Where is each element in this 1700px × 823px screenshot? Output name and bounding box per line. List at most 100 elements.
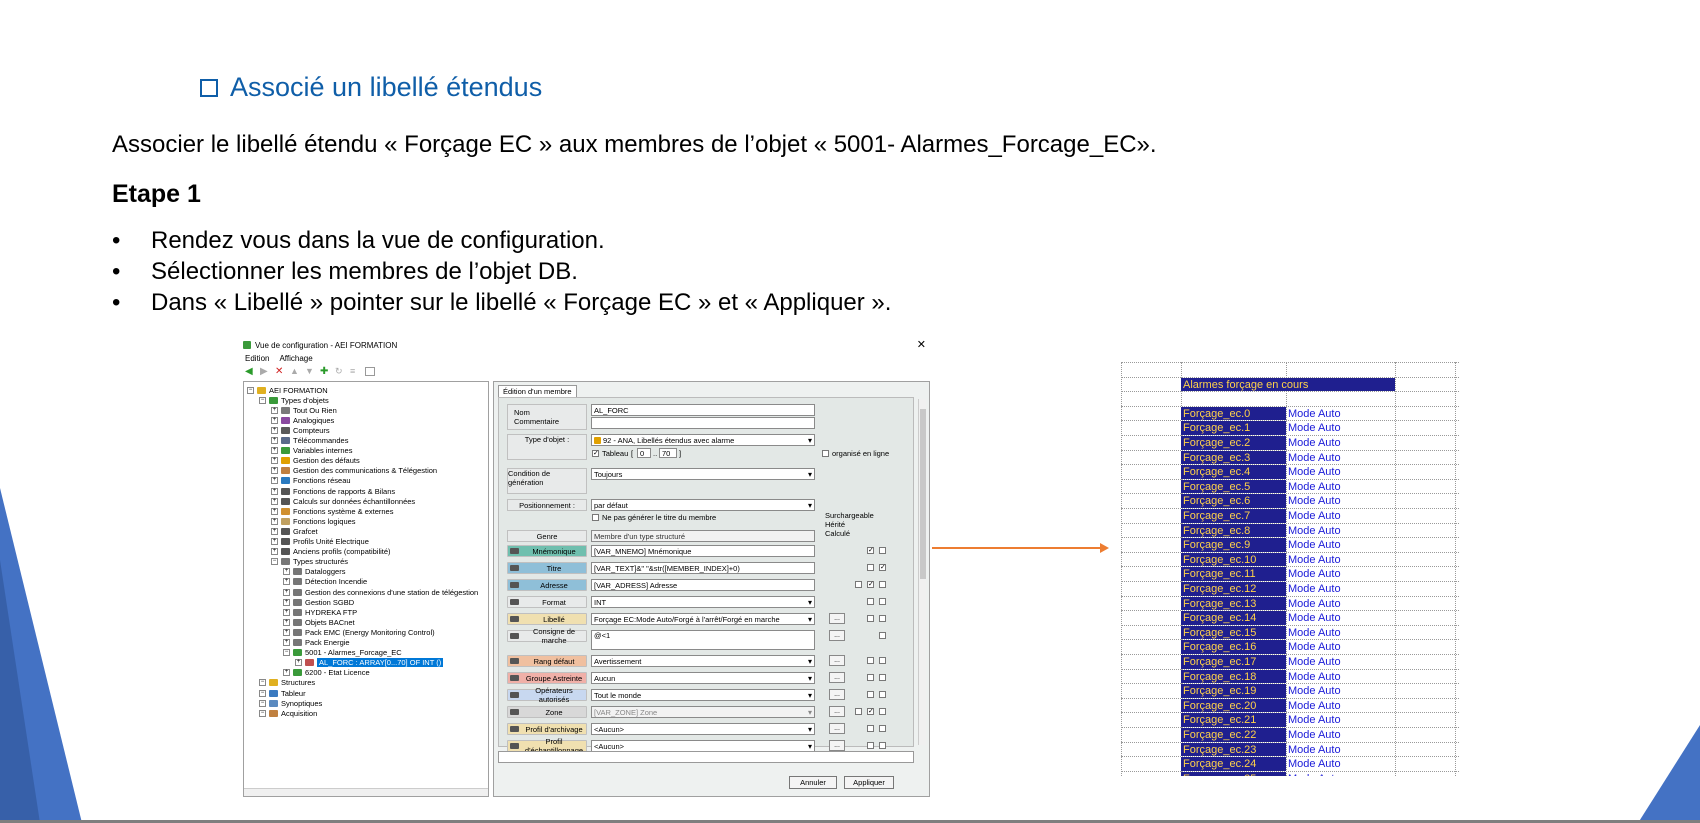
tree-item[interactable]: +HYDREKA FTP [283, 607, 357, 617]
sheet-member-name-cell[interactable]: Forçage_ec.3 [1181, 450, 1286, 465]
expand-toggle-icon[interactable]: + [271, 457, 278, 465]
sheet-member-name-cell[interactable]: Forçage_ec.9 [1181, 538, 1286, 552]
sheet-mode-cell[interactable]: Mode Auto [1288, 670, 1341, 683]
sheet-mode-cell[interactable]: Mode Auto [1288, 510, 1341, 522]
operateurs-option-checkbox[interactable] [879, 691, 886, 698]
archivage-field[interactable]: <Aucun> [591, 723, 815, 735]
groupe-field[interactable]: Aucun [591, 672, 815, 684]
nom-field[interactable]: AL_FORC [591, 404, 815, 416]
positionnement-select[interactable]: par défaut [591, 499, 815, 511]
rang-label-button[interactable]: Rang défaut [507, 655, 587, 667]
tree-item[interactable]: −Tableur [259, 688, 306, 698]
adresse-label-button[interactable]: Adresse [507, 579, 587, 591]
sheet-mode-cell[interactable]: Mode Auto [1288, 539, 1341, 552]
expand-toggle-icon[interactable]: + [283, 608, 290, 616]
sheet-member-name-cell[interactable]: Forçage_ec.12 [1181, 582, 1286, 596]
rang-browse-button[interactable]: ... [829, 655, 845, 666]
appliquer-button[interactable]: Appliquer [844, 776, 894, 789]
zone-option-checkbox[interactable] [879, 708, 886, 715]
expand-toggle-icon[interactable]: + [271, 447, 278, 455]
expand-toggle-icon[interactable]: + [271, 507, 278, 515]
tree-horizontal-scrollbar[interactable] [244, 788, 488, 796]
rang-option-checkbox[interactable] [879, 657, 886, 664]
sheet-mode-cell[interactable]: Mode Auto [1288, 480, 1341, 493]
sheet-member-name-cell[interactable]: Forçage_ec.2 [1181, 436, 1286, 450]
mnemonique-field[interactable]: [VAR_MNEMO] Mnémonique [591, 545, 815, 557]
sheet-member-name-cell[interactable]: Forçage_ec.25 [1181, 771, 1286, 776]
close-icon[interactable]: ✕ [916, 339, 926, 351]
expand-toggle-icon[interactable]: + [283, 598, 290, 606]
groupe-browse-button[interactable]: ... [829, 672, 845, 683]
tree-item[interactable]: +Dataloggers [283, 567, 345, 577]
sheet-mode-cell[interactable]: Mode Auto [1288, 656, 1341, 668]
libelle-field[interactable]: Forçage EC:Mode Auto/Forgé à l'arrêt/For… [591, 613, 815, 625]
forward-arrow-icon[interactable]: ▶ [260, 366, 268, 377]
sheet-member-name-cell[interactable]: Forçage_ec.20 [1181, 698, 1286, 713]
titre-field[interactable]: [VAR_TEXT]&" "&str([MEMBER_INDEX]+0) [591, 562, 815, 574]
expand-toggle-icon[interactable]: − [247, 386, 254, 394]
sheet-member-name-cell[interactable]: Forçage_ec.10 [1181, 552, 1286, 567]
calendar-icon[interactable] [365, 367, 375, 376]
sheet-mode-cell[interactable]: Mode Auto [1288, 641, 1341, 654]
list-icon[interactable]: ≡ [350, 366, 356, 376]
sheet-mode-cell[interactable]: Mode Auto [1288, 685, 1341, 698]
format-option-checkbox[interactable] [879, 598, 886, 605]
zone-label-button[interactable]: Zone [507, 706, 587, 718]
sheet-mode-cell[interactable]: Mode Auto [1288, 729, 1341, 741]
zone-option-checkbox[interactable]: ✓ [867, 708, 874, 715]
tree-item[interactable]: +Pack Energie [283, 638, 350, 648]
tree-item[interactable]: +Analogiques [271, 415, 334, 425]
expand-toggle-icon[interactable]: − [283, 649, 290, 657]
tree-item[interactable]: +Variables internes [271, 446, 352, 456]
zone-field[interactable]: [VAR_ZONE] Zone [591, 706, 815, 718]
sheet-mode-cell[interactable]: Mode Auto [1288, 699, 1341, 712]
sheet-mode-cell[interactable]: Mode Auto [1286, 772, 1395, 776]
mnemonique-option-checkbox[interactable] [879, 547, 886, 554]
sheet-member-name-cell[interactable]: Forçage_ec.13 [1181, 596, 1286, 611]
operateurs-option-checkbox[interactable] [867, 691, 874, 698]
adresse-option-checkbox[interactable]: ✓ [867, 581, 874, 588]
sheet-mode-cell[interactable]: Mode Auto [1288, 451, 1341, 464]
consigne-label-button[interactable]: Consigne de marche [507, 627, 587, 645]
sheet-mode-cell[interactable]: Mode Auto [1288, 568, 1341, 581]
consigne-option-checkbox[interactable] [879, 632, 886, 639]
expand-toggle-icon[interactable]: + [283, 578, 290, 586]
titre-option-checkbox[interactable]: ✓ [879, 564, 886, 571]
format-option-checkbox[interactable] [867, 598, 874, 605]
echantillonnage-label-button[interactable]: Profil d'échantillonnage [507, 737, 587, 755]
commentaire-field[interactable] [591, 417, 815, 429]
tab-edition-membre[interactable]: Édition d'un membre [498, 385, 577, 397]
archivage-option-checkbox[interactable] [879, 725, 886, 732]
add-icon[interactable]: ✚ [320, 366, 329, 377]
tree-item[interactable]: +Compteurs [271, 425, 330, 435]
expand-toggle-icon[interactable]: + [283, 639, 290, 646]
archivage-label-button[interactable]: Profil d'archivage [507, 723, 587, 735]
tree-item[interactable]: −AEI FORMATION [247, 385, 328, 395]
menu-edition[interactable]: Edition [245, 354, 270, 363]
groupe-label-button[interactable]: Groupe Astreinte [507, 672, 587, 684]
expand-toggle-icon[interactable]: + [271, 467, 278, 475]
libelle-option-checkbox[interactable] [879, 615, 886, 622]
expand-toggle-icon[interactable]: + [271, 416, 278, 424]
expand-toggle-icon[interactable]: + [283, 588, 290, 596]
archivage-browse-button[interactable]: ... [829, 723, 845, 734]
tree-item[interactable]: +Gestion des communications & Télégestio… [271, 466, 437, 476]
sheet-member-name-cell[interactable]: Forçage_ec.23 [1181, 742, 1286, 757]
sheet-member-name-cell[interactable]: Forçage_ec.22 [1181, 728, 1286, 742]
sheet-mode-cell[interactable]: Mode Auto [1288, 758, 1341, 771]
move-down-icon[interactable]: ▼ [305, 366, 314, 376]
tree-item[interactable]: −Types structurés [271, 557, 348, 567]
expand-toggle-icon[interactable]: + [271, 426, 278, 434]
tree-item[interactable]: −Structures [259, 678, 315, 688]
titre-option-checkbox[interactable] [867, 564, 874, 571]
tree-item[interactable]: +Gestion SGBD [283, 597, 354, 607]
form-vertical-scrollbar[interactable] [918, 399, 926, 745]
sheet-member-name-cell[interactable]: Forçage_ec.4 [1181, 465, 1286, 479]
expand-toggle-icon[interactable]: + [271, 437, 278, 444]
sheet-mode-cell[interactable]: Mode Auto [1288, 407, 1341, 420]
adresse-option-checkbox[interactable] [855, 581, 862, 588]
expand-toggle-icon[interactable]: + [271, 538, 278, 545]
sheet-member-name-cell[interactable]: Forçage_ec.15 [1181, 625, 1286, 640]
echantillonnage-option-checkbox[interactable] [879, 742, 886, 749]
tree-item[interactable]: +Détection Incendie [283, 577, 367, 587]
